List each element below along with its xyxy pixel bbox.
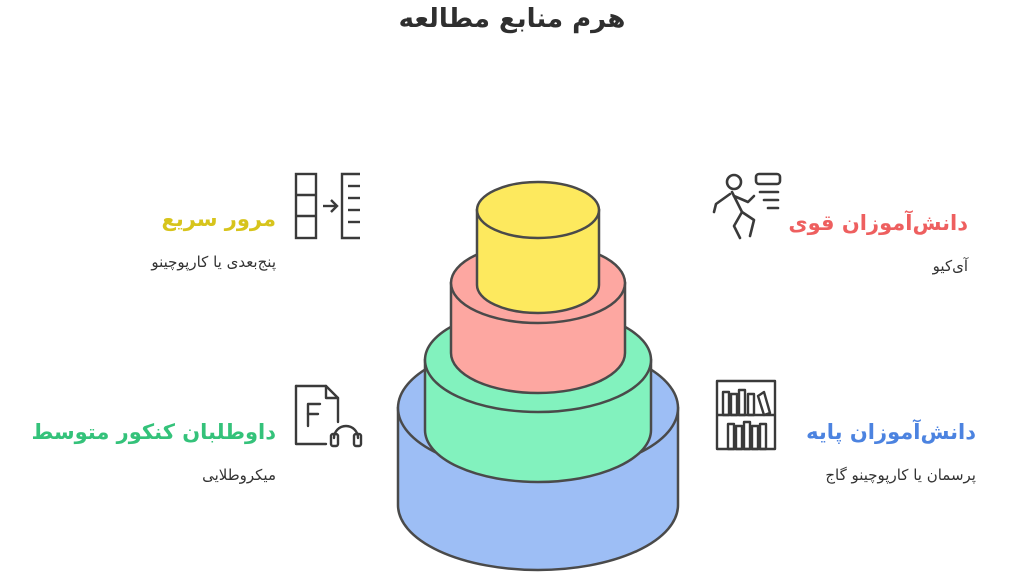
top-right-heading: دانش‌آموزان قوی	[788, 211, 968, 235]
bottom-right-label: دانش‌آموزان پایه پرسمان یا کارپوچینو گاج	[806, 420, 976, 484]
top-left-label: مرور سریع پنج‌بعدی یا کارپوچینو	[151, 207, 276, 271]
top-right-subtext: آی‌کیو	[932, 257, 968, 275]
bookshelf-icon	[715, 379, 777, 451]
top-right-label: دانش‌آموزان قوی آی‌کیو	[788, 211, 968, 275]
runner-icon	[712, 172, 782, 240]
bottom-right-subtext: پرسمان یا کارپوچینو گاج	[825, 466, 976, 484]
top-left-heading: مرور سریع	[161, 207, 276, 231]
diagram-title: هرم منابع مطالعه	[398, 4, 626, 34]
tier-top-top	[475, 180, 601, 240]
bottom-right-heading: دانش‌آموزان پایه	[806, 420, 976, 444]
bottom-left-heading: داوطلبان کنکور متوسط	[31, 420, 276, 444]
bottom-left-label: داوطلبان کنکور متوسط میکروطلایی	[31, 420, 276, 484]
tier-top	[475, 208, 601, 315]
audio-file-icon	[294, 384, 363, 448]
top-left-subtext: پنج‌بعدی یا کارپوچینو	[151, 253, 276, 271]
bottom-left-subtext: میکروطلایی	[202, 466, 276, 484]
list-transfer-icon	[294, 172, 360, 240]
